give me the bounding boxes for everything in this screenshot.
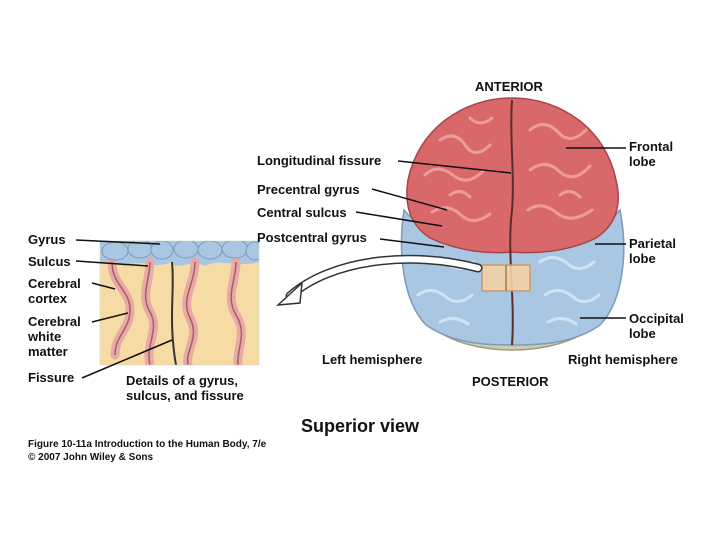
central-sulcus-label: Central sulcus [257, 205, 347, 220]
postcentral-gyrus-label: Postcentral gyrus [257, 230, 367, 245]
leader-lines [75, 147, 626, 379]
sulcus-label: Sulcus [28, 254, 71, 269]
occipital-lobe-label: Occipital lobe [629, 311, 684, 341]
detail-inset-frame [99, 240, 260, 366]
right-hemisphere-label: Right hemisphere [568, 352, 678, 367]
longitudinal-fissure-label: Longitudinal fissure [257, 153, 382, 168]
fissure-label: Fissure [28, 370, 75, 385]
brain-superior-view [400, 97, 625, 351]
cerebral-white-matter-label: Cerebral white matter [28, 314, 81, 359]
figure-caption-line1: Figure 10-11a Introduction to the Human … [28, 439, 267, 450]
cerebral-cortex-label: Cerebral cortex [28, 276, 81, 306]
longitudinal-fissure-line [509, 99, 514, 346]
gyrus-label: Gyrus [28, 232, 66, 247]
anterior-label: ANTERIOR [475, 79, 543, 94]
detail-arrowhead [275, 281, 303, 306]
parietal-lobe-label: Parietal lobe [629, 236, 676, 266]
detail-inset [100, 241, 259, 365]
view-title: Superior view [301, 416, 420, 436]
frontal-gyri-texture [423, 116, 594, 222]
figure-caption-line2: © 2007 John Wiley & Sons [28, 452, 154, 463]
left-hemisphere-label: Left hemisphere [322, 352, 423, 367]
posterior-label: POSTERIOR [472, 374, 549, 389]
precentral-gyrus-label: Precentral gyrus [257, 182, 360, 197]
detail-caption-label: Details of a gyrus, sulcus, and fissure [126, 373, 244, 403]
figure-caption: Figure 10-11a Introduction to the Human … [28, 438, 266, 464]
frontal-lobe-label: Frontal lobe [629, 139, 674, 169]
